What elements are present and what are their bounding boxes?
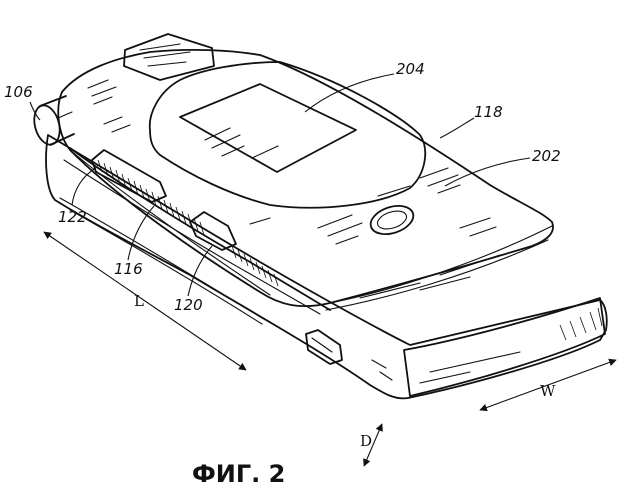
leader-lines	[30, 74, 530, 296]
flip-phone-drawing	[30, 34, 607, 398]
ref-202: 202	[532, 147, 561, 165]
side-slot-122	[92, 150, 166, 202]
dim-label-length: L	[134, 292, 144, 310]
ref-120: 120	[174, 296, 203, 314]
screen-reflections	[205, 128, 278, 158]
ref-118: 118	[474, 103, 503, 121]
display-screen	[180, 84, 356, 172]
ref-116: 116	[114, 260, 143, 278]
lid-surface-shading	[88, 80, 496, 244]
dim-label-depth: D	[360, 432, 372, 450]
dim-label-width: W	[540, 382, 556, 400]
ref-122: 122	[58, 208, 87, 226]
display-frame	[150, 62, 425, 208]
leader-202	[445, 158, 530, 186]
base-front-face	[404, 298, 605, 396]
figure-caption: ФИГ. 2	[192, 460, 285, 488]
ref-204: 204	[396, 60, 425, 78]
ref-106: 106	[4, 83, 33, 101]
top-tab-shading	[140, 44, 190, 66]
lid-button	[367, 201, 417, 239]
leader-118	[440, 118, 474, 138]
